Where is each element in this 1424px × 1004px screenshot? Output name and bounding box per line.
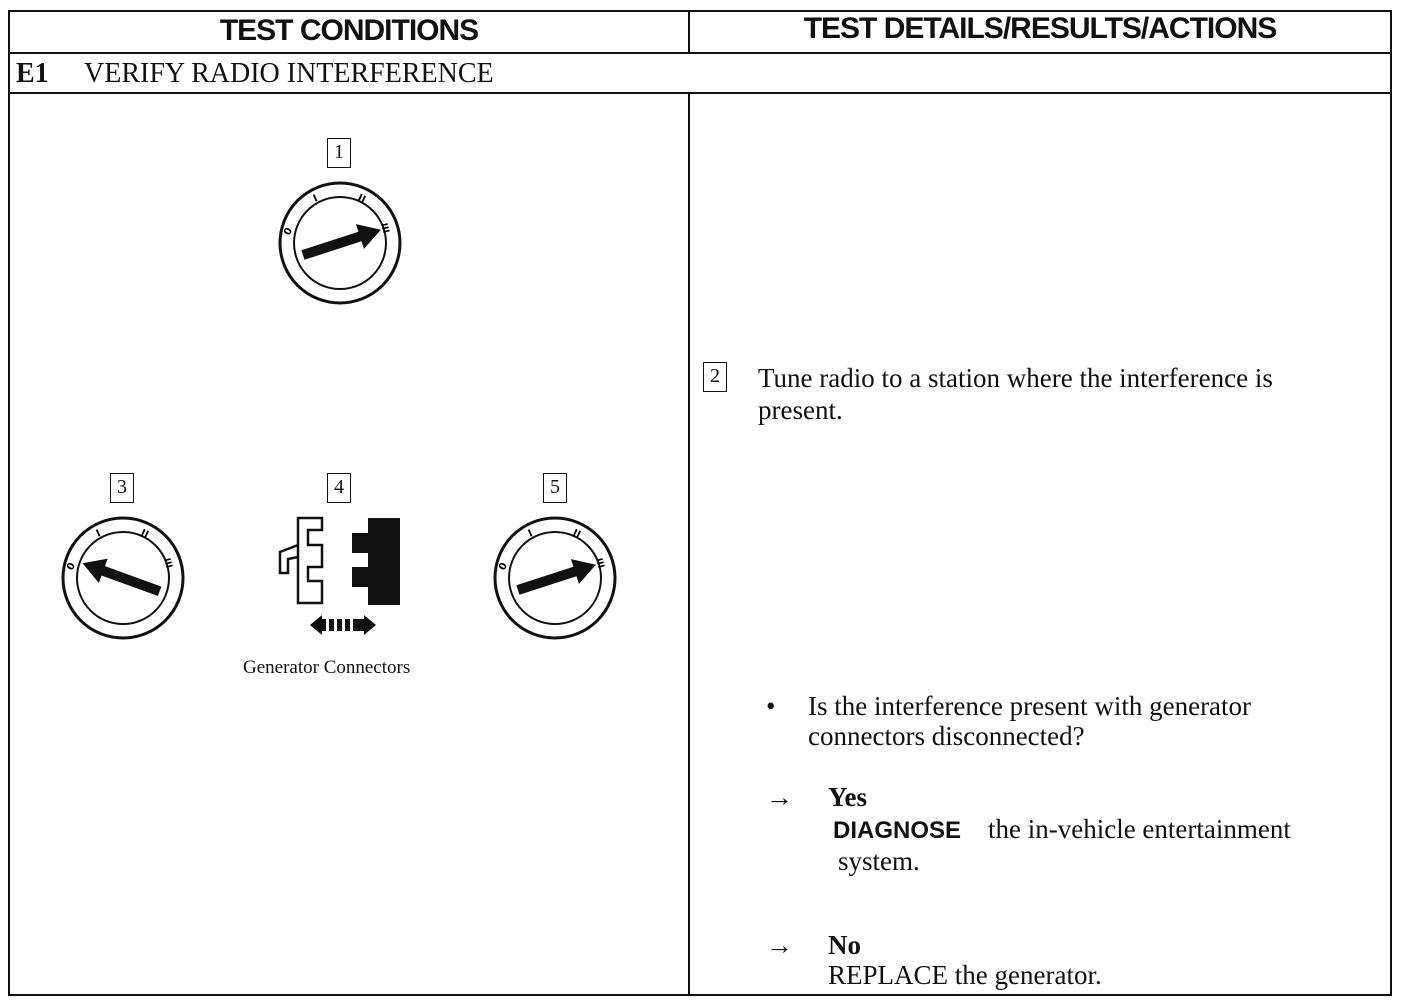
no-arrow-icon: → [766,930,793,960]
step-4-number: 4 [327,473,351,503]
bullet-icon: • [766,691,776,721]
section-title: VERIFY RADIO INTERFERENCE [84,58,494,89]
yes-action-keyword: DIAGNOSE [833,817,962,844]
step-1-number: 1 [327,138,351,168]
switch-label-1: I [312,193,320,205]
ignition-switch-step-5: 0 I II III [493,516,617,640]
switch-label-0: 0 [65,561,78,573]
column-divider-body [688,94,690,996]
column-divider-top [688,10,690,52]
yes-action-line-2: system. [838,846,920,876]
step-5-number: 5 [543,473,567,503]
ignition-switch-step-1: 0 I II III [278,181,402,305]
header-test-details: TEST DETAILS/RESULTS/ACTIONS [803,12,1278,45]
table-frame [8,10,1392,996]
question-line-2: connectors disconnected? [808,721,1085,751]
yes-arrow-icon: → [766,782,793,812]
step-2-text-line-1: Tune radio to a station where the interf… [758,363,1273,393]
switch-label-2: II [571,528,582,541]
no-action: REPLACE the generator. [828,960,1102,990]
yes-action-line-1: the in-vehicle entertainment [988,814,1291,844]
switch-label-2: II [139,528,150,541]
switch-label-3: III [593,557,605,569]
switch-label-3: III [378,222,390,234]
step-3-number: 3 [110,473,134,503]
generator-connectors-icon [278,516,400,635]
switch-label-0: 0 [497,561,510,573]
switch-label-0: 0 [282,226,295,238]
section-id: E1 [16,58,49,89]
switch-label-1: I [527,528,535,540]
yes-label: Yes [828,782,867,812]
disconnect-arrow-icon [310,615,376,635]
switch-label-1: I [95,528,103,540]
question-line-1: Is the interference present with generat… [808,691,1252,721]
header-test-conditions: TEST CONDITIONS [219,14,479,47]
step-2-text-line-2: present. [758,395,843,425]
no-label: No [828,930,861,960]
switch-label-3: III [161,557,173,569]
connector-caption: Generator Connectors [243,657,411,678]
step-2-number: 2 [703,362,727,392]
ignition-switch-step-3: 0 I II III [61,516,185,640]
switch-label-2: II [356,193,367,206]
header-divider [8,52,1392,54]
section-divider [8,92,1392,94]
